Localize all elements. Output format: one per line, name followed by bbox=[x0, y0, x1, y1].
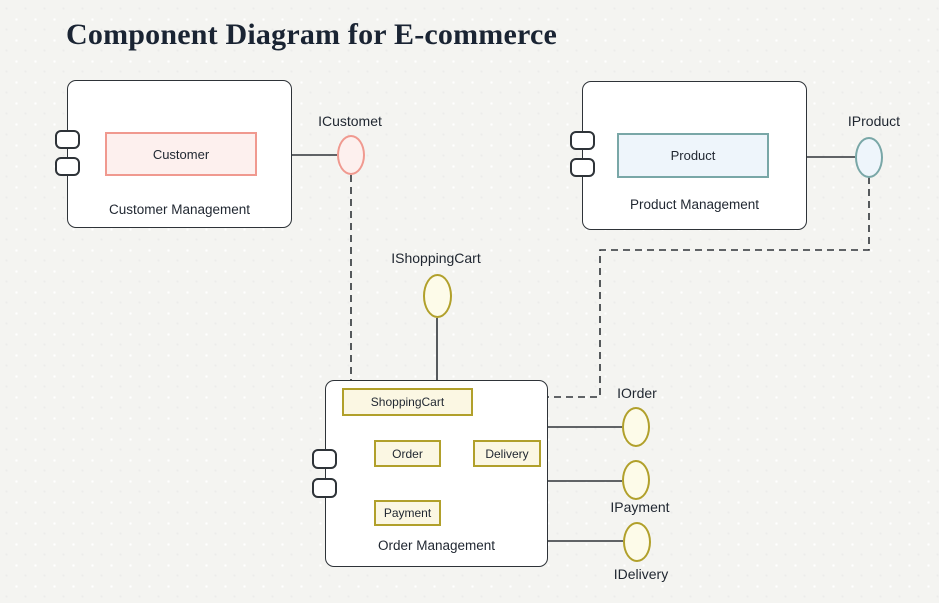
product-management-port-bottom bbox=[570, 158, 595, 177]
order-class-box[interactable]: Order bbox=[374, 440, 441, 467]
product-class-box[interactable]: Product bbox=[617, 133, 769, 178]
order-management-port-top bbox=[312, 449, 337, 469]
ishoppingcart-interface-ellipse[interactable] bbox=[423, 274, 452, 318]
iproduct-label: IProduct bbox=[847, 113, 901, 129]
product-class-label: Product bbox=[670, 148, 716, 163]
shoppingcart-class-box[interactable]: ShoppingCart bbox=[342, 388, 473, 416]
delivery-class-label: Delivery bbox=[485, 446, 529, 461]
customer-management-port-top bbox=[55, 130, 80, 149]
idelivery-interface-ellipse[interactable] bbox=[623, 522, 651, 562]
diagram-title: Component Diagram for E-commerce bbox=[66, 18, 557, 51]
order-management-port-bottom bbox=[312, 478, 337, 498]
product-management-label: Product Management bbox=[629, 197, 760, 212]
customer-management-label: Customer Management bbox=[108, 202, 251, 217]
ishoppingcart-label: IShoppingCart bbox=[391, 250, 481, 266]
order-class-label: Order bbox=[392, 446, 423, 461]
icustomet-interface-ellipse[interactable] bbox=[337, 135, 365, 175]
ipayment-label: IPayment bbox=[610, 499, 670, 515]
customer-class-label: Customer bbox=[152, 146, 210, 162]
customer-management-port-bottom bbox=[55, 157, 80, 176]
iorder-label: IOrder bbox=[617, 385, 657, 401]
idelivery-label: IDelivery bbox=[613, 566, 669, 582]
iorder-interface-ellipse[interactable] bbox=[622, 407, 650, 447]
payment-class-box[interactable]: Payment bbox=[374, 500, 441, 526]
order-management-label: Order Management bbox=[377, 538, 496, 553]
icustomet-label: ICustomet bbox=[318, 113, 382, 129]
product-management-port-top bbox=[570, 131, 595, 150]
ipayment-interface-ellipse[interactable] bbox=[622, 460, 650, 500]
payment-class-label: Payment bbox=[383, 506, 432, 520]
shoppingcart-class-label: ShoppingCart bbox=[370, 395, 445, 409]
iproduct-to-order-management-dashed bbox=[548, 177, 870, 398]
delivery-class-box[interactable]: Delivery bbox=[473, 440, 541, 467]
iproduct-interface-ellipse[interactable] bbox=[855, 137, 883, 178]
customer-class-box[interactable]: Customer bbox=[105, 132, 257, 176]
